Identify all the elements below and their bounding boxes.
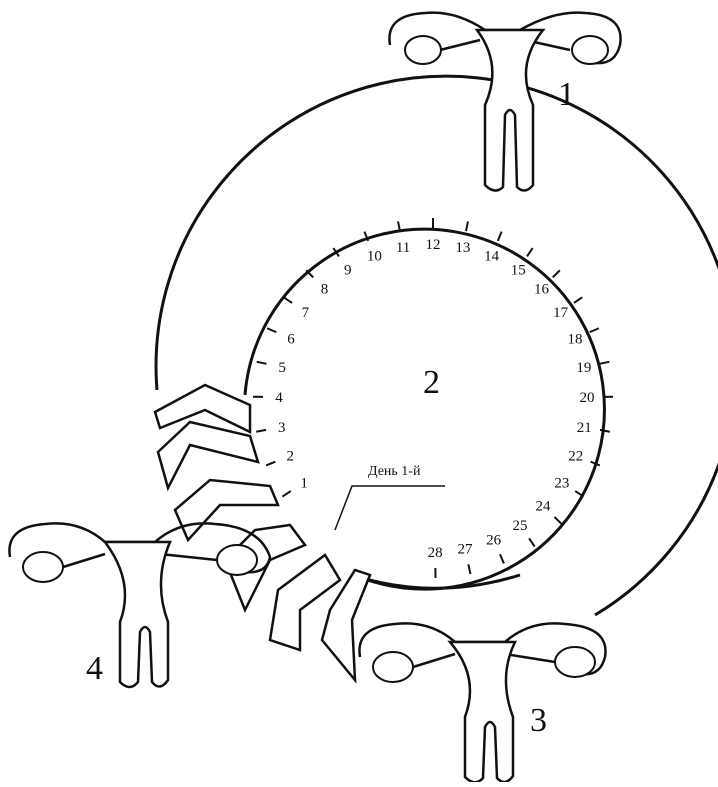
- dial-day-label: 15: [511, 263, 526, 279]
- dial-tick: [554, 517, 561, 524]
- dial-tick: [529, 538, 535, 546]
- dial-tick: [600, 430, 610, 432]
- dial-tick: [267, 328, 276, 332]
- dial-tick: [498, 232, 502, 241]
- dial-tick: [282, 491, 290, 496]
- dial-day-label: 22: [568, 449, 583, 465]
- dial-day-label: 17: [553, 305, 569, 321]
- dial-tick: [256, 430, 266, 432]
- dial-day-label: 10: [367, 249, 382, 265]
- dial-tick: [600, 362, 610, 364]
- dial-day-label: 2: [286, 449, 294, 465]
- dial-day-label: 19: [576, 360, 591, 376]
- dial-tick: [553, 270, 560, 277]
- dial-day-label: 12: [426, 237, 441, 253]
- dial-day-label: 24: [536, 499, 552, 515]
- stage-label-2: 2: [423, 366, 440, 400]
- dial-day-label: 18: [567, 331, 582, 347]
- uterus-illustration-4: [9, 523, 270, 687]
- dial-day-label: 1: [300, 475, 308, 491]
- stage-label-1: 1: [558, 78, 575, 112]
- dial-day-label: 23: [554, 475, 569, 491]
- dial-day-label: 6: [287, 331, 295, 347]
- dial-tick: [257, 362, 267, 364]
- day-caption-leader: [335, 486, 445, 530]
- outer-ring-arc: [156, 76, 718, 615]
- dial-day-label: 27: [458, 542, 474, 558]
- uterus-illustration-1: [389, 13, 620, 191]
- dial-tick: [266, 462, 275, 466]
- chevron-band-4: [158, 422, 258, 488]
- dial-day-label: 21: [577, 420, 592, 436]
- dial-day-label: 25: [513, 518, 528, 534]
- dial-day-label: 20: [579, 390, 594, 406]
- dial-tick: [500, 554, 504, 563]
- dial-tick: [590, 328, 599, 332]
- dial-day-label: 16: [534, 282, 550, 298]
- dial-tick: [284, 297, 292, 303]
- dial-tick: [468, 564, 470, 574]
- chevron-bands: [155, 385, 370, 680]
- dial-day-label: 26: [486, 533, 502, 549]
- dial-day-label: 8: [321, 282, 329, 298]
- uterus-illustration-3: [359, 623, 605, 782]
- dial-day-label: 13: [455, 240, 470, 256]
- dial-day-label: 4: [275, 390, 283, 406]
- dial-day-label: 5: [278, 360, 286, 376]
- dial-tick: [574, 297, 582, 303]
- dial-day-label: 3: [278, 420, 286, 436]
- dial-day-label: 11: [396, 240, 410, 256]
- dial-day-label: 7: [302, 305, 310, 321]
- day-caption: День 1-й: [368, 464, 420, 480]
- dial-tick: [466, 221, 468, 231]
- stage-label-3: 3: [530, 704, 547, 738]
- dial-day-label: 9: [344, 263, 352, 279]
- dial-tick: [527, 248, 533, 256]
- dial-day-label: 28: [428, 545, 443, 561]
- stage-label-4: 4: [86, 652, 103, 686]
- dial-day-label: 14: [484, 249, 500, 265]
